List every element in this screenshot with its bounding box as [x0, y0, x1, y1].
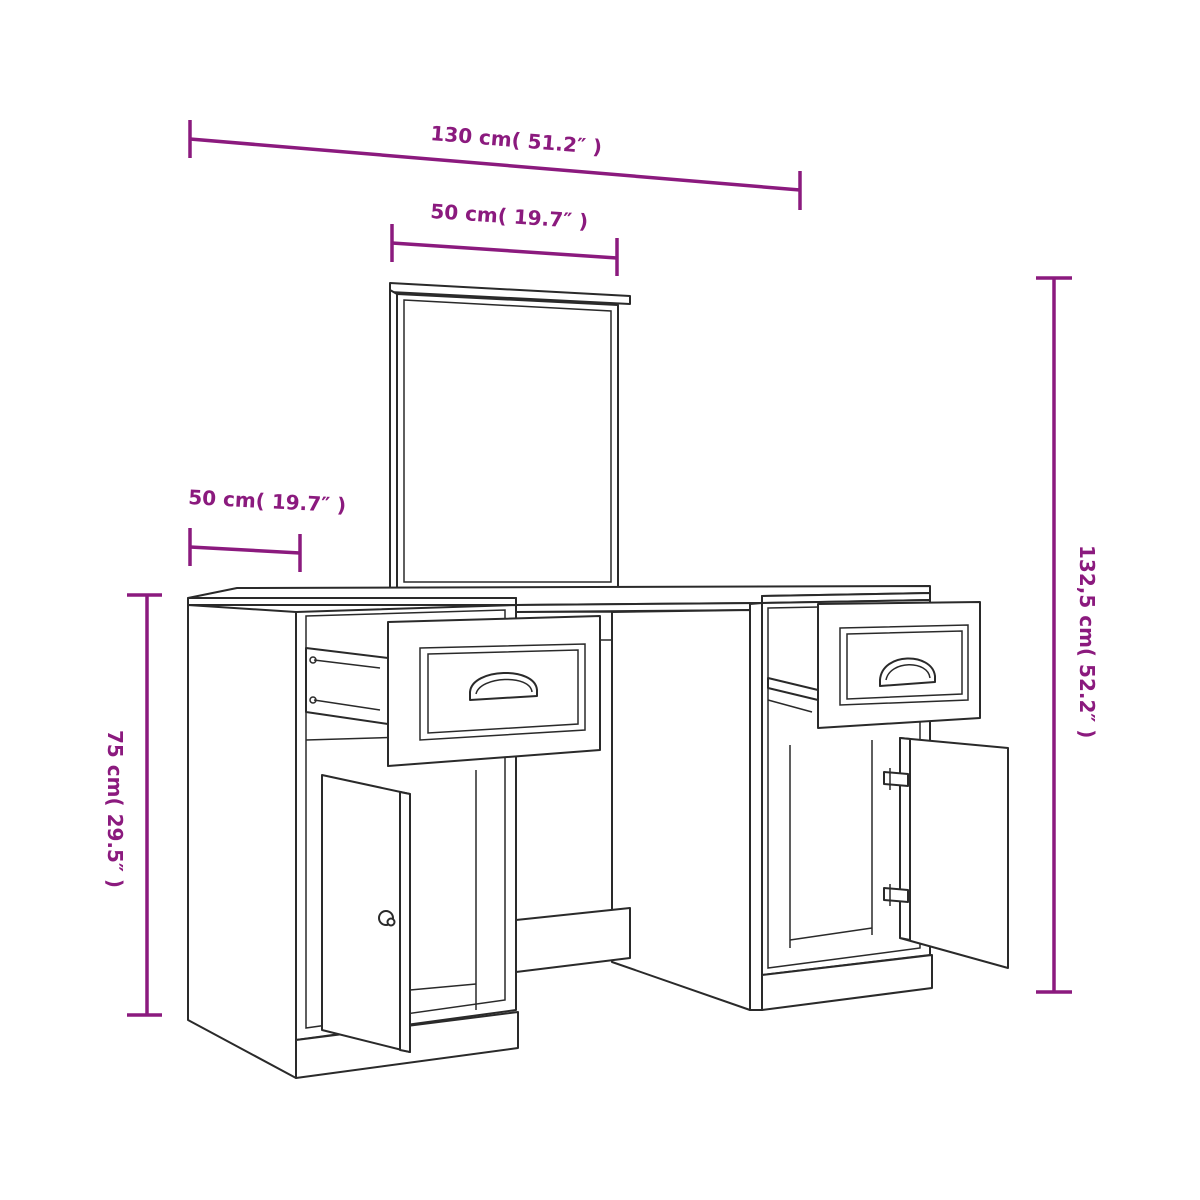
mirror-width-label: 50 cm( 19.7″ ) — [430, 199, 589, 233]
total-height-label: 132,5 cm( 52.2″ ) — [1075, 545, 1099, 738]
right-cabinet — [749, 599, 1009, 1011]
dimension-lines — [127, 120, 1072, 1017]
total-height-dimension-line — [1036, 276, 1072, 994]
depth-label: 50 cm( 19.7″ ) — [188, 485, 347, 517]
depth-dimension-line — [188, 528, 302, 572]
table-height-dimension-line — [127, 593, 162, 1017]
mirror — [389, 282, 631, 589]
dressing-table-drawing — [187, 282, 1009, 1079]
total-width-label: 130 cm( 51.2″ ) — [430, 121, 603, 159]
mirror-width-dimension-line — [390, 224, 619, 276]
total-width-dimension-line — [188, 120, 802, 210]
left-cabinet — [187, 604, 601, 1079]
table-height-label: 75 cm( 29.5″ ) — [103, 730, 127, 888]
